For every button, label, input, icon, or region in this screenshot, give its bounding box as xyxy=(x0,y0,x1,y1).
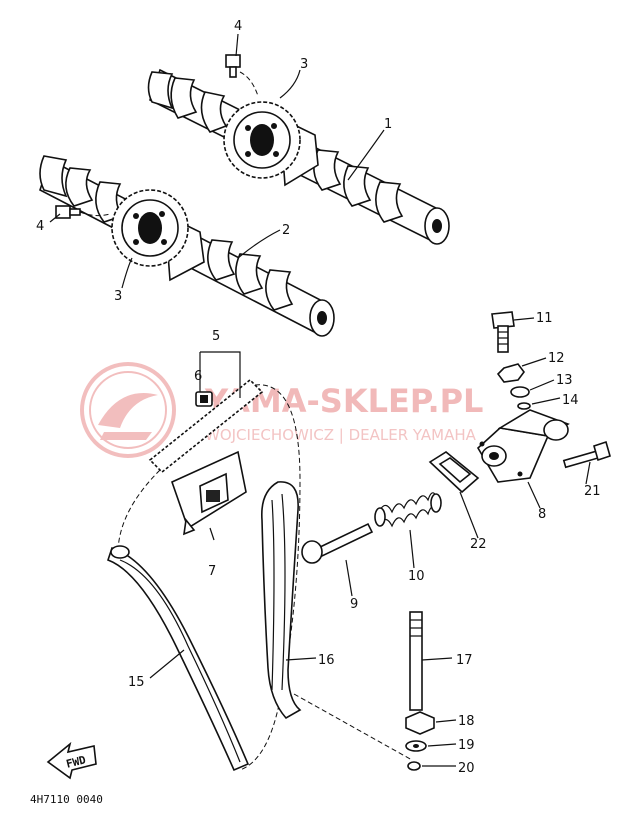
label-part-2: 2 xyxy=(282,223,290,238)
label-part-20: 20 xyxy=(458,761,475,776)
label-part-16: 16 xyxy=(318,653,335,668)
circlip xyxy=(407,761,421,771)
label-part-17: 17 xyxy=(456,653,473,668)
washer xyxy=(510,386,530,398)
tensioner-push-rod xyxy=(301,522,374,564)
camshaft-2 xyxy=(39,155,335,337)
guide-stud xyxy=(409,611,423,711)
forward-arrow-icon: FWD xyxy=(46,741,97,780)
part-labels: 1 2 3 3 4 4 5 6 7 8 9 10 11 12 13 14 15 … xyxy=(36,19,601,776)
tensioner-body xyxy=(476,409,570,483)
cam-sprocket-upper xyxy=(223,101,301,179)
label-part-14: 14 xyxy=(562,393,579,408)
label-part-4-lower: 4 xyxy=(36,219,44,234)
tensioner-cap-bolt xyxy=(491,311,515,353)
lock-nut xyxy=(496,363,525,383)
leader-lines xyxy=(49,33,591,767)
label-part-13: 13 xyxy=(556,373,573,388)
chain-guide-exhaust xyxy=(106,545,250,772)
chain-link xyxy=(195,391,213,407)
cam-sprocket-lower xyxy=(111,189,189,267)
drawing-code: 4H7110 0040 xyxy=(30,793,103,806)
label-part-3-lower: 3 xyxy=(114,289,122,304)
label-part-9: 9 xyxy=(350,597,358,612)
label-part-10: 10 xyxy=(408,569,425,584)
cam-chain xyxy=(117,378,301,771)
label-part-15: 15 xyxy=(128,675,145,690)
label-part-4-upper: 4 xyxy=(234,19,242,34)
camshaft-1 xyxy=(147,68,450,245)
tensioner-spring xyxy=(374,492,442,528)
forward-arrow-label: FWD xyxy=(65,753,88,771)
label-part-6: 6 xyxy=(194,369,202,384)
label-part-21: 21 xyxy=(584,484,601,499)
label-part-18: 18 xyxy=(458,714,475,729)
label-part-12: 12 xyxy=(548,351,565,366)
label-part-22: 22 xyxy=(470,537,487,552)
chain-guide-intake xyxy=(261,481,302,720)
label-part-11: 11 xyxy=(536,311,553,326)
label-part-3-upper: 3 xyxy=(300,57,308,72)
stud-collar xyxy=(405,711,435,735)
chain-guide-top xyxy=(171,450,247,536)
watermark-subline: WOJCIECHOWICZ | DEALER YAMAHA xyxy=(205,426,477,444)
label-part-1: 1 xyxy=(384,117,392,132)
label-part-5: 5 xyxy=(212,329,220,344)
tensioner-bolt xyxy=(562,440,611,469)
o-ring xyxy=(517,402,531,410)
tensioner-gasket xyxy=(428,451,480,494)
stud-washer xyxy=(405,740,427,752)
label-part-8: 8 xyxy=(538,507,546,522)
watermark: YAMA-SKLEP.PL WOJCIECHOWICZ | DEALER YAM… xyxy=(80,362,483,458)
watermark-logo-icon xyxy=(80,362,176,458)
label-part-7: 7 xyxy=(208,564,216,579)
sprocket-bolt-upper xyxy=(225,54,259,97)
label-part-19: 19 xyxy=(458,738,475,753)
